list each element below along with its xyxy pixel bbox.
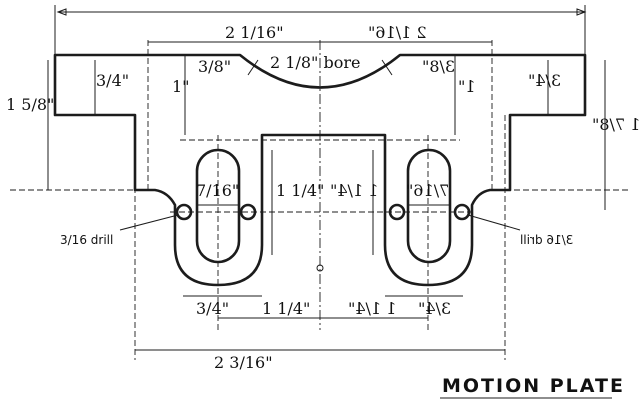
dim-flange-left: 3/4" (96, 71, 129, 90)
dim-center-right: 1 1/4" (348, 299, 396, 318)
dim-top-right-width: 2 1/16" (368, 23, 427, 42)
dim-slot-height-left: 1" (172, 77, 190, 96)
dim-bore: 2 1/8" bore (270, 53, 360, 72)
dim-overall-left: 1 5/8" (6, 95, 54, 114)
dim-inner-height-left: 1 1/4" (276, 181, 324, 200)
dim-drill-right: 3/16 drill (520, 233, 573, 247)
dim-slot-width-right: 7/16" (406, 181, 449, 200)
plate-outline (53, 53, 587, 287)
dim-bottom-left: 3/4" (196, 299, 229, 318)
dim-depth-left: 3/8" (198, 57, 231, 76)
dim-drill-left: 3/16 drill (60, 233, 113, 247)
dim-inner-height-right: 1 1/4" (330, 181, 378, 200)
dim-flange-right: 3/4" (528, 71, 561, 90)
dim-slot-height-right: 1" (458, 77, 476, 96)
dim-overall-bottom: 2 3/16" (214, 353, 273, 372)
dim-center-left: 1 1/4" (262, 299, 310, 318)
dim-top-left-width: 2 1/16" (225, 23, 284, 42)
dim-depth-right: 3/8" (422, 57, 455, 76)
dim-slot-width-left: 7/16" (196, 181, 239, 200)
dim-bottom-right: 3/4" (418, 299, 451, 318)
drawing-title: MOTION PLATE (442, 375, 625, 397)
right-slot (406, 148, 452, 264)
dim-overall-right: 1 7/8" (592, 115, 640, 134)
